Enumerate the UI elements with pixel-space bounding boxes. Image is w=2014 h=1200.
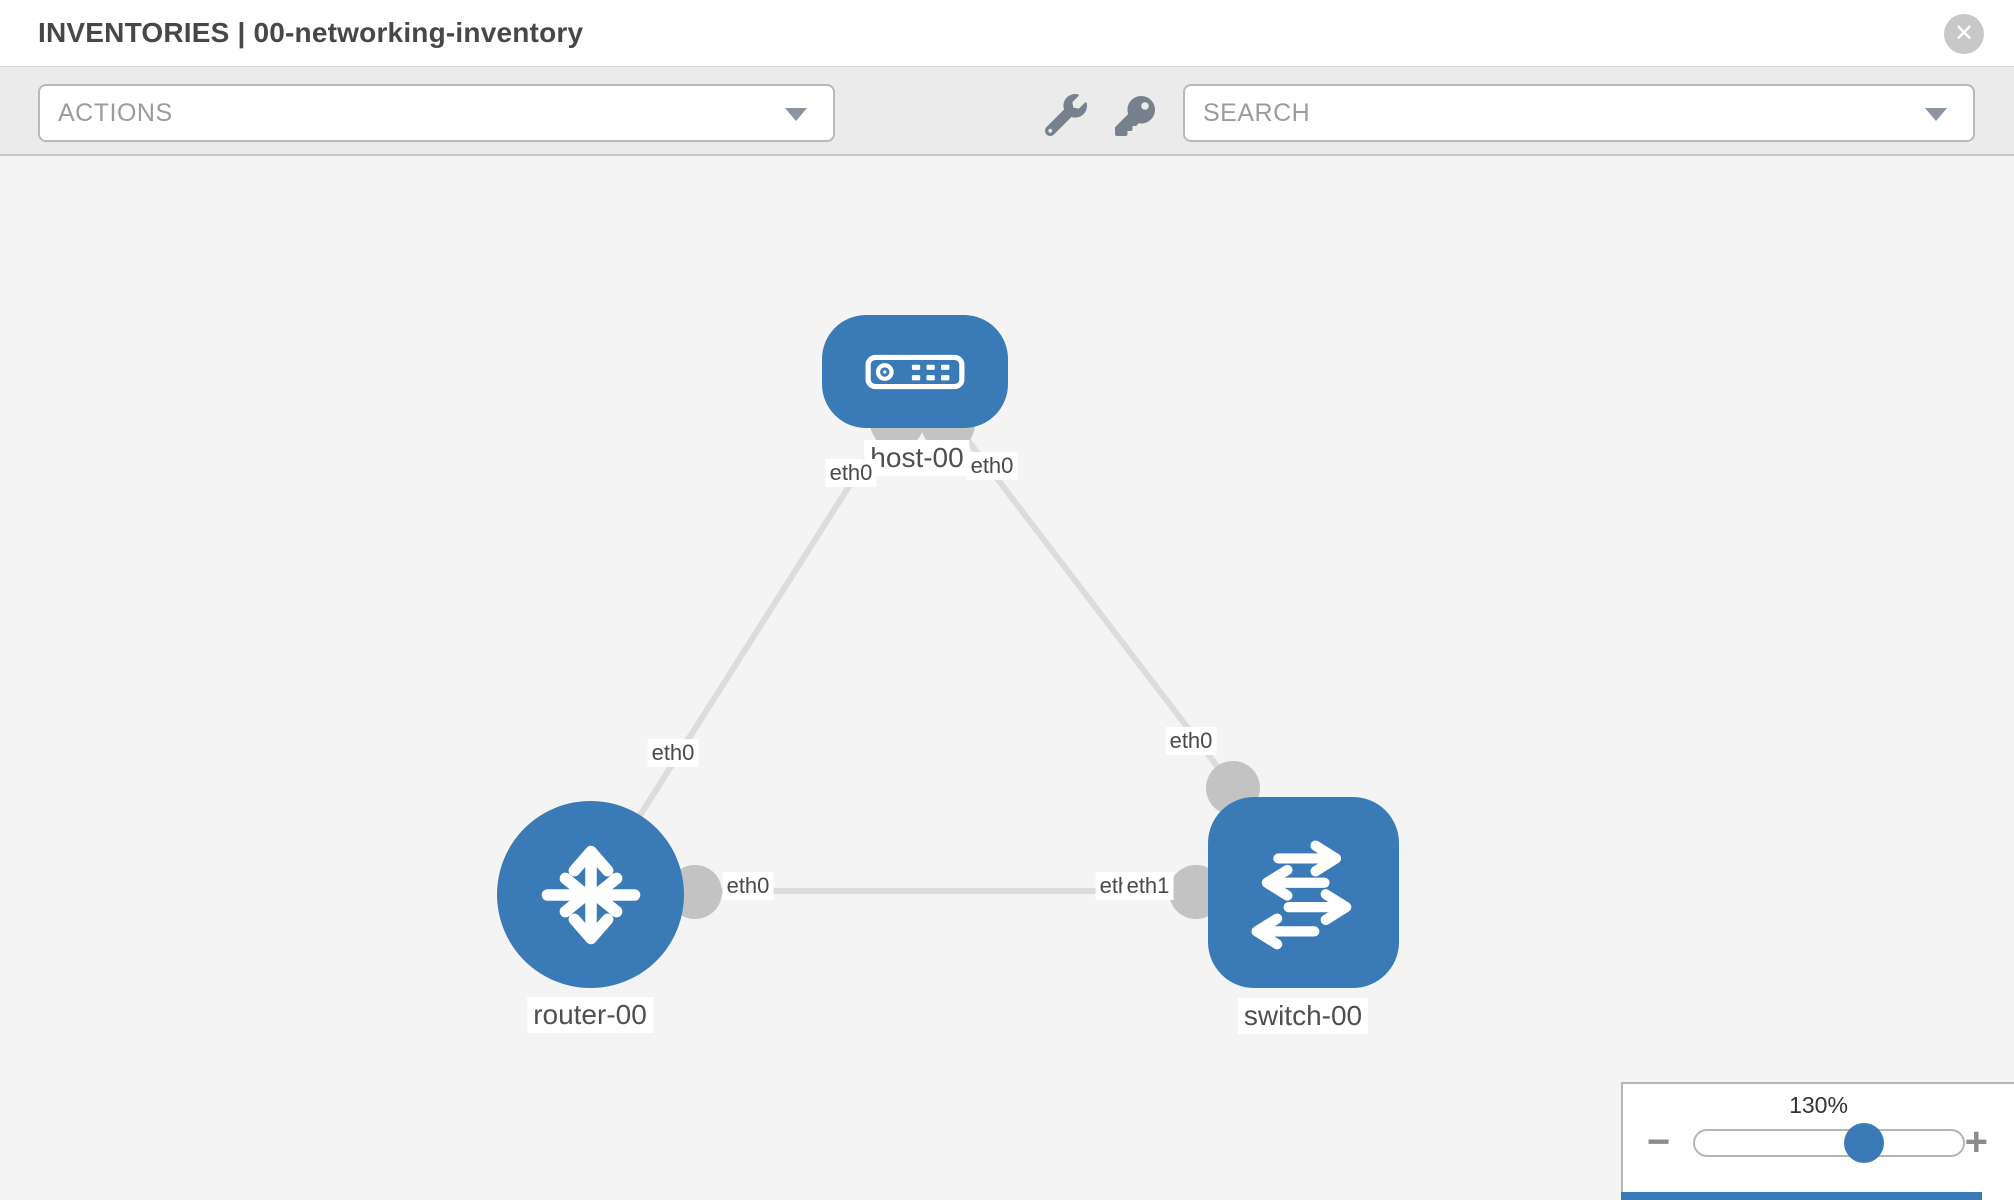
actions-dropdown-label: ACTIONS [58, 98, 173, 127]
page-title: INVENTORIES | 00-networking-inventory [38, 17, 584, 48]
iface-label-router-eth0-right: eth0 [722, 872, 774, 900]
node-label-host-00: host-00 [864, 440, 970, 476]
iface-label-switch-eth0-top: eth0 [1165, 727, 1217, 755]
node-host-00[interactable] [822, 315, 1008, 428]
iface-label-host-eth0-right: eth0 [966, 452, 1018, 480]
chevron-down-icon [1925, 108, 1947, 121]
topology-canvas[interactable]: host-00 router-00 switch-00 eth0 eth0 et… [0, 156, 2014, 1200]
toolbar: ACTIONS SEARCH [0, 67, 2014, 156]
iface-label-router-eth0-top: eth0 [647, 739, 699, 767]
zoom-in-button[interactable]: + [1964, 1120, 1988, 1164]
zoom-control-panel: 130% − + [1621, 1082, 2014, 1200]
actions-dropdown[interactable]: ACTIONS [38, 84, 835, 142]
close-x-glyph: ✕ [1953, 20, 1975, 47]
node-router-00[interactable] [497, 801, 684, 988]
zoom-out-button[interactable]: − [1647, 1120, 1671, 1164]
bottom-edge-bar [1621, 1192, 1982, 1200]
router-icon [541, 845, 640, 944]
iface-label-host-eth0-left: eth0 [825, 459, 877, 487]
node-switch-00[interactable] [1208, 797, 1399, 988]
zoom-slider-track[interactable] [1693, 1123, 1965, 1163]
node-label-switch-00: switch-00 [1237, 998, 1369, 1034]
node-label-router-00: router-00 [527, 997, 653, 1033]
server-icon [865, 354, 965, 389]
close-icon[interactable]: ✕ [1944, 14, 1984, 54]
wrench-icon[interactable] [1044, 94, 1087, 137]
topology-edges [587, 395, 1260, 919]
zoom-slider-thumb[interactable] [1843, 1123, 1884, 1163]
switch-icon [1251, 840, 1351, 949]
search-dropdown[interactable]: SEARCH [1183, 84, 1975, 142]
search-dropdown-label: SEARCH [1203, 98, 1311, 127]
panel-header: INVENTORIES | 00-networking-inventory ✕ [0, 0, 2014, 67]
zoom-level-label: 130% [1789, 1092, 1848, 1118]
chevron-down-icon [785, 108, 807, 121]
iface-label-switch-eth1-left: eth1 [1122, 872, 1174, 900]
key-icon[interactable] [1115, 96, 1155, 136]
